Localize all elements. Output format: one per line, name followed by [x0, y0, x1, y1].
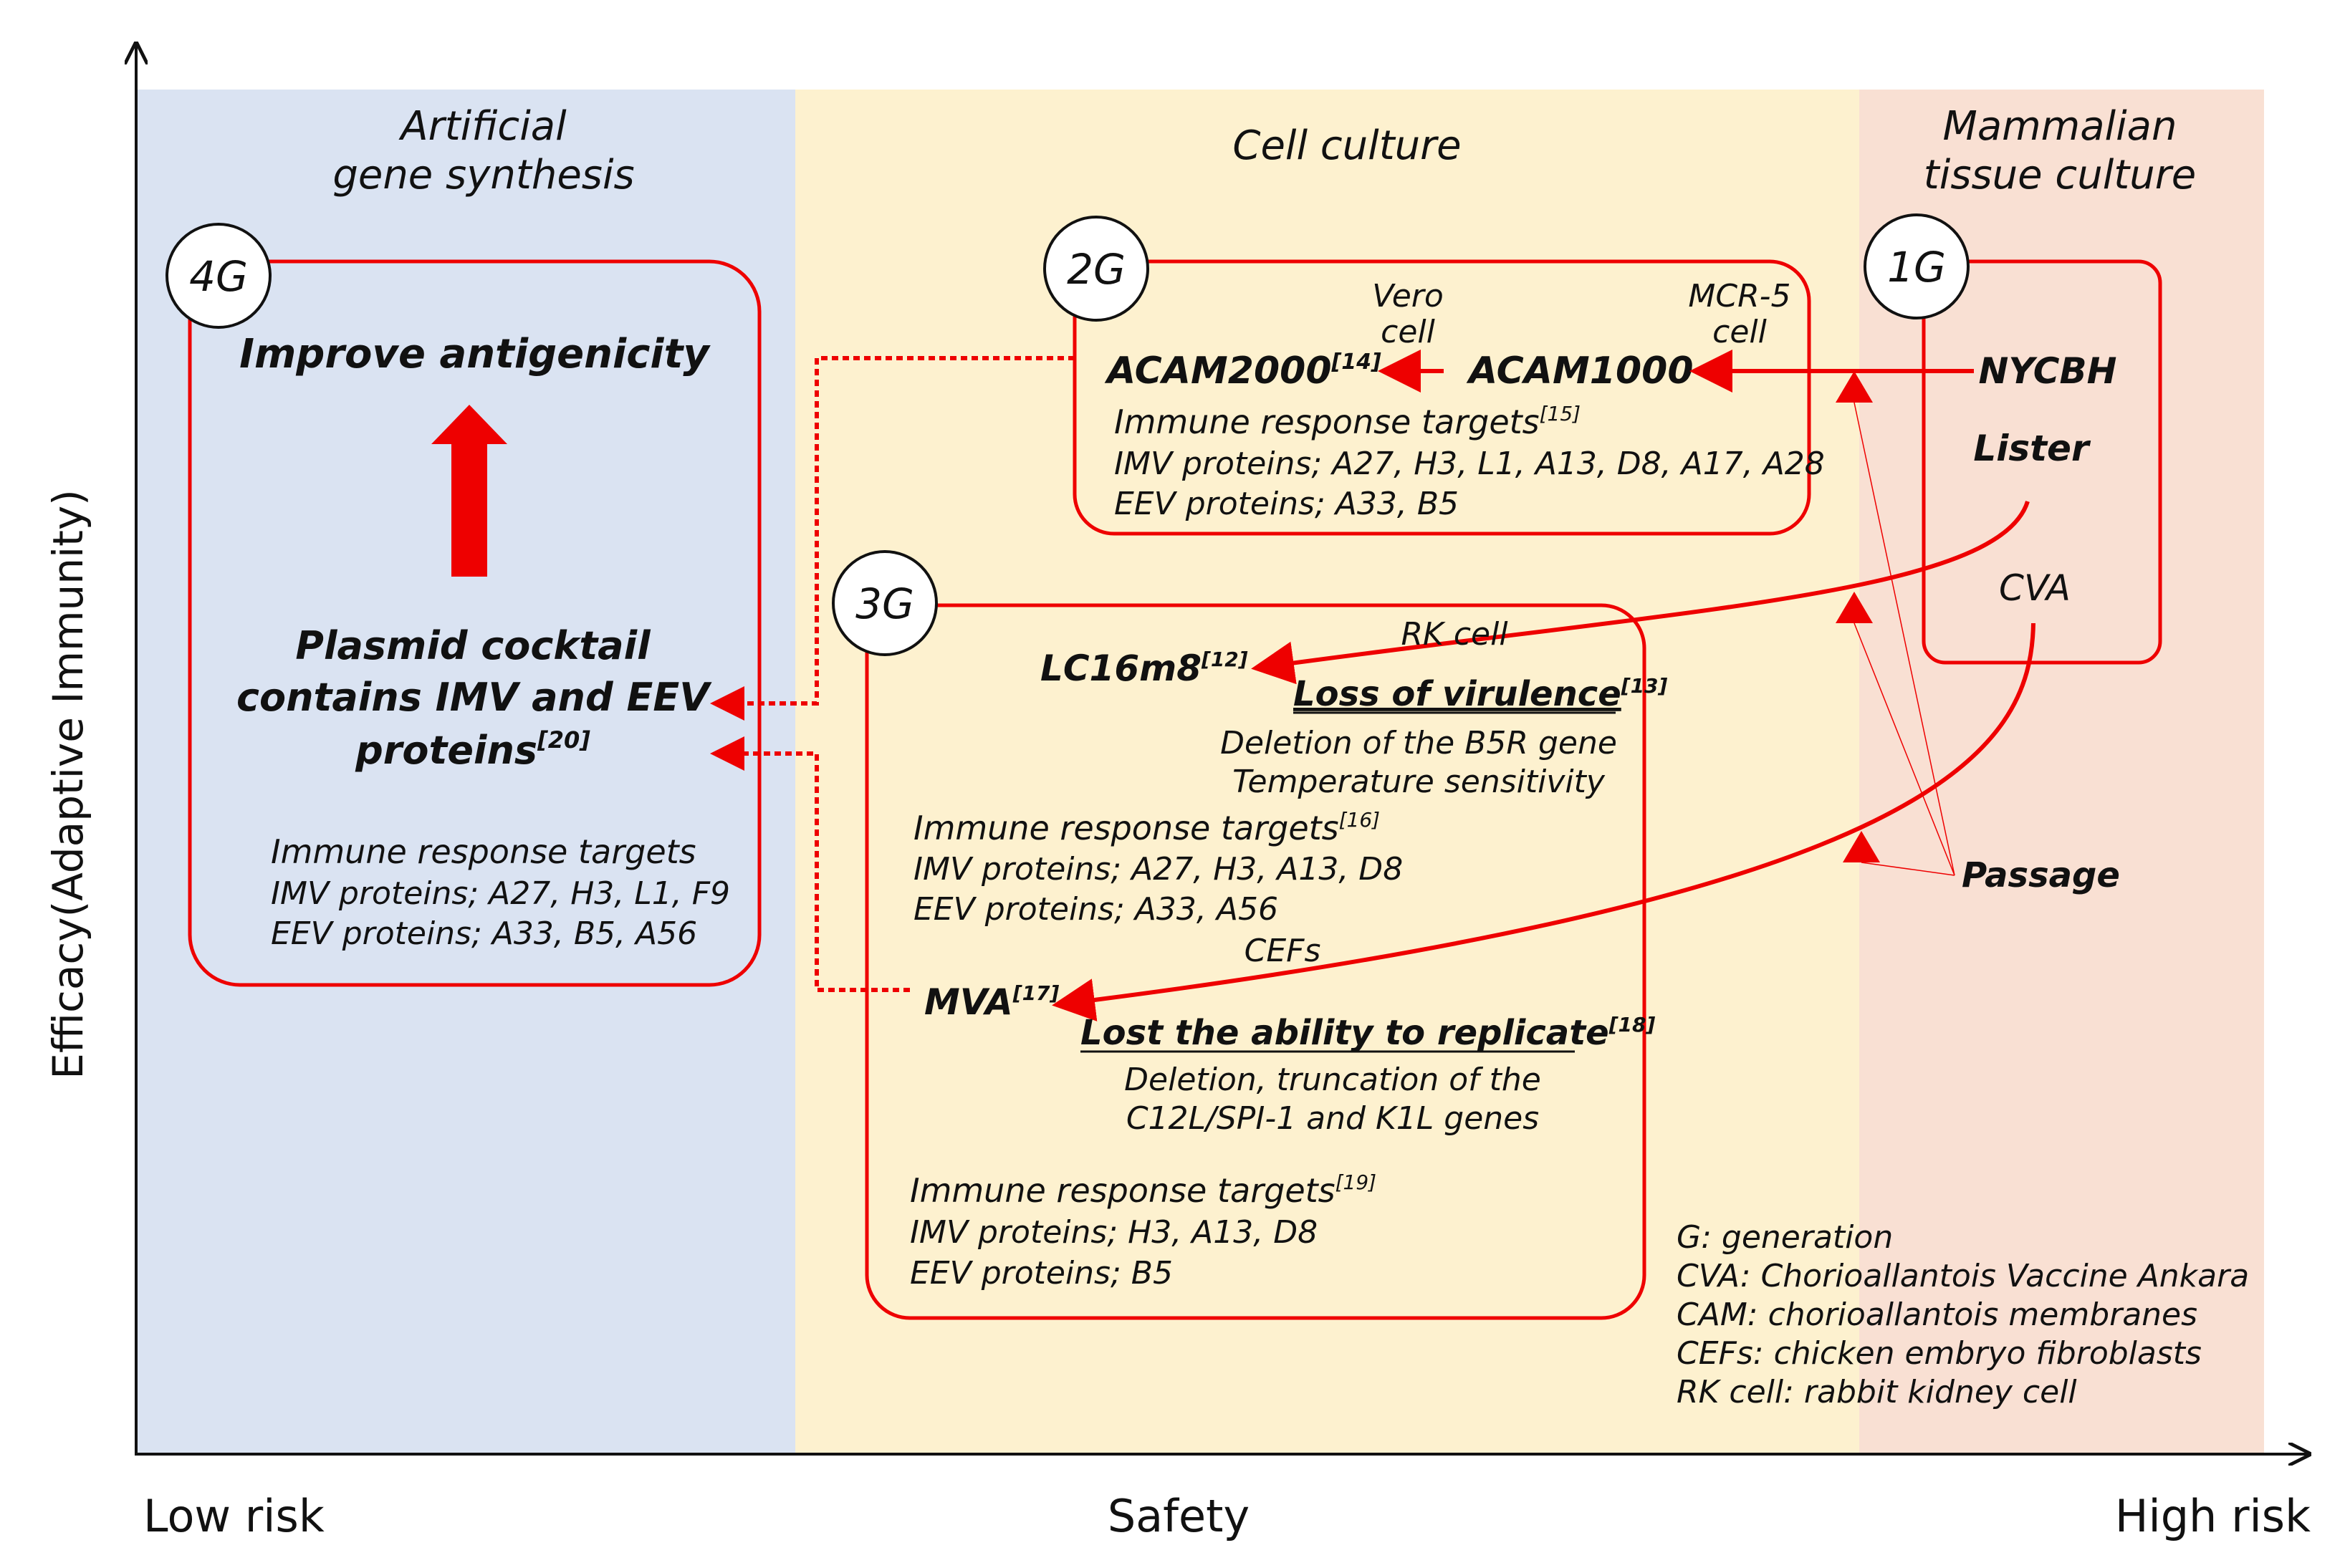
gen2-vero-line1: Vero	[1372, 278, 1444, 314]
dotted-link-3g-to-4g	[710, 736, 910, 992]
legend-cefs: CEFs: chicken embryo fibroblasts	[1677, 1335, 2202, 1372]
gen2-acam2000-label: ACAM2000	[1104, 350, 1332, 393]
gen3-loss-label: Loss of virulence	[1293, 674, 1621, 714]
gen4-eev: EEV proteins; A33, B5, A56	[271, 915, 697, 952]
zone-middle-title: Cell culture	[1232, 122, 1461, 169]
gen2-imv: IMV proteins; A27, H3, L1, A13, D8, A17,…	[1114, 446, 1825, 482]
gen3-imv1: IMV proteins; A27, H3, A13, D8	[913, 851, 1403, 888]
gen2-eev: EEV proteins; A33, B5	[1114, 486, 1459, 522]
gen4-plasmid-line1: Plasmid cocktail	[295, 623, 651, 668]
gen2-targets-title: Immune response targets[15]	[1114, 402, 1581, 441]
arrow-lister-to-lc16m8	[1251, 501, 2030, 685]
gen2-mcr-line2: cell	[1712, 314, 1767, 350]
passage-leader-bottom	[1861, 862, 1955, 876]
gen2-acam2000-ref: [14]	[1331, 350, 1381, 375]
zone-right-title-line2: tissue culture	[1924, 152, 2196, 198]
gen3-targets1-label: Immune response targets	[913, 809, 1339, 847]
gen3-deletion-line2: Temperature sensitivity	[1232, 764, 1606, 800]
gen3-mva: MVA[17]	[924, 981, 1060, 1023]
gen2-acam2000: ACAM2000[14]	[1104, 350, 1381, 393]
gen2-vero-line2: cell	[1381, 314, 1435, 350]
gen3-mva-ref: [17]	[1012, 981, 1060, 1005]
gen3-targets1-title: Immune response targets[16]	[913, 808, 1380, 847]
gen3-loss-ref: [13]	[1621, 674, 1668, 698]
gen3-badge: 3G	[832, 550, 938, 656]
gen3-targets2-ref: [19]	[1335, 1170, 1376, 1194]
gen2-mcr-line1: MCR-5	[1688, 278, 1790, 314]
gen3-deletion-line3: Deletion, truncation of the	[1124, 1062, 1541, 1098]
gen3-deletion-line4: C12L/SPI-1 and K1L genes	[1126, 1100, 1539, 1137]
gen3-loss-of-virulence: Loss of virulence[13]	[1293, 674, 1668, 714]
gen3-lost-ref: [18]	[1608, 1013, 1656, 1036]
zone-left-title-line2: gene synthesis	[332, 152, 634, 198]
gen1-nycbh: NYCBH	[1979, 350, 2117, 392]
gen1-badge: 1G	[1864, 213, 1970, 319]
legend: G: generation CVA: Chorioallantois Vacci…	[1677, 1219, 2249, 1410]
gen3-deletion-line1: Deletion of the B5R gene	[1220, 725, 1617, 761]
gen3-lost-ability: Lost the ability to replicate[18]	[1080, 1013, 1655, 1053]
passage-marker-middle	[1836, 592, 1873, 623]
arrow-cva-to-mva	[1052, 622, 2035, 1021]
gen2-badge-label: 2G	[1067, 245, 1126, 294]
gen1-lister: Lister	[1973, 428, 2091, 469]
gen3-mva-label: MVA	[924, 981, 1013, 1023]
gen3-lc16m8-ref: [12]	[1201, 648, 1248, 671]
zone-right-title-line1: Mammalian	[1943, 103, 2177, 150]
gen4-box	[188, 259, 762, 987]
passage-marker-bottom	[1843, 831, 1880, 862]
gen4-plasmid-ref: [20]	[537, 726, 590, 754]
gen3-eev1: EEV proteins; A33, A56	[913, 891, 1278, 928]
gen3-rk-cell: RK cell	[1401, 616, 1508, 653]
passage-leader-middle	[1854, 622, 1955, 876]
gen3-eev2: EEV proteins; B5	[910, 1255, 1173, 1292]
dotted-link-2g-to-4g	[710, 356, 1075, 721]
gen1-box	[1922, 259, 2162, 665]
gen3-targets2-label: Immune response targets	[910, 1171, 1335, 1210]
passage-marker-top	[1836, 371, 1873, 403]
gen2-targets-ref: [15]	[1540, 402, 1581, 425]
gen1-cva: CVA	[1999, 567, 2071, 609]
gen3-targets2-title: Immune response targets[19]	[910, 1170, 1376, 1210]
gen3-badge-label: 3G	[855, 579, 914, 628]
zone-cell-culture	[795, 90, 1859, 1454]
gen2-targets-label: Immune response targets	[1114, 403, 1540, 441]
gen4-targets-title: Immune response targets	[271, 832, 696, 871]
gen1-badge-label: 1G	[1887, 243, 1946, 292]
legend-generation: G: generation	[1677, 1219, 1893, 1256]
legend-rk-cell: RK cell: rabbit kidney cell	[1677, 1374, 2077, 1410]
x-axis-low-risk: Low risk	[143, 1490, 325, 1542]
gen2-acam1000: ACAM1000	[1466, 350, 1694, 393]
x-axis-label: Safety	[1108, 1490, 1250, 1542]
gen3-cefs: CEFs	[1245, 933, 1321, 969]
legend-cam: CAM: chorioallantois membranes	[1677, 1297, 2197, 1333]
gen2-badge: 2G	[1043, 216, 1149, 322]
zone-left-title-line1: Artificial	[398, 103, 567, 150]
passage-label: Passage	[1962, 855, 2120, 895]
gen3-lc16m8-label: LC16m8	[1040, 648, 1202, 689]
x-axis-high-risk: High risk	[2115, 1490, 2311, 1542]
gen3-lost-label: Lost the ability to replicate	[1080, 1013, 1609, 1053]
gen3-lc16m8: LC16m8[12]	[1040, 648, 1248, 689]
gen4-improve-antigenicity: Improve antigenicity	[239, 331, 711, 377]
legend-cva: CVA: Chorioallantois Vaccine Ankara	[1677, 1258, 2249, 1294]
gen4-plasmid-line3: proteins[20]	[355, 726, 590, 773]
passage-leader-top	[1854, 402, 1955, 876]
gen4-up-arrow	[431, 405, 507, 577]
gen3-box	[865, 603, 1646, 1320]
y-axis-label: Efficacy(Adaptive Immunity)	[44, 489, 92, 1079]
gen4-badge-label: 4G	[189, 252, 248, 301]
gen3-imv2: IMV proteins; H3, A13, D8	[910, 1214, 1318, 1251]
gen4-plasmid-word: proteins	[355, 728, 537, 773]
gen2-box	[1073, 259, 1811, 536]
gen4-badge: 4G	[166, 223, 272, 329]
gen4-imv: IMV proteins; A27, H3, L1, F9	[271, 875, 730, 912]
gen3-targets1-ref: [16]	[1339, 808, 1380, 832]
gen4-plasmid-line2: contains IMV and EEV	[236, 675, 712, 720]
